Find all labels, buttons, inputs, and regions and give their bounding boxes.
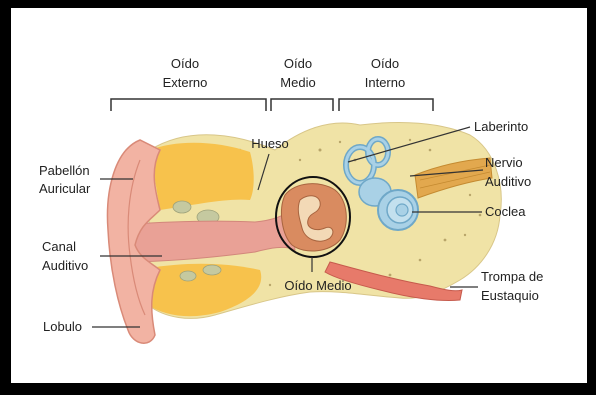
label-pabellon-line2: Auricular [39, 181, 91, 196]
section-medio-line1: Oído [284, 56, 312, 71]
label-pabellon-line1: Pabellón [39, 163, 90, 178]
bracket-medio [271, 99, 333, 111]
ear-illustration [107, 122, 501, 343]
section-interno-line2: Interno [365, 75, 405, 90]
label-lobulo: Lobulo [43, 319, 82, 334]
middle-ear-cavity [281, 184, 346, 251]
label-trompa-line1: Trompa de [481, 269, 543, 284]
cochlea [378, 190, 418, 230]
label-nervio-line2: Auditivo [485, 174, 531, 189]
label-oido-medio: Oído Medio [284, 278, 351, 293]
label-coclea: Coclea [485, 204, 526, 219]
section-externo-line1: Oído [171, 56, 199, 71]
label-hueso: Hueso [251, 136, 289, 151]
label-laberinto: Laberinto [474, 119, 528, 134]
label-trompa-line2: Eustaquio [481, 288, 539, 303]
label-nervio-line1: Nervio [485, 155, 523, 170]
section-externo-line2: Externo [163, 75, 208, 90]
section-headers: Oído Externo Oído Medio Oído Interno [163, 56, 406, 90]
bracket-interno [339, 99, 433, 111]
bracket-externo [111, 99, 266, 111]
section-interno-line1: Oído [371, 56, 399, 71]
section-medio-line2: Medio [280, 75, 315, 90]
section-brackets [111, 99, 433, 111]
label-canal-line2: Auditivo [42, 258, 88, 273]
label-canal-line1: Canal [42, 239, 76, 254]
